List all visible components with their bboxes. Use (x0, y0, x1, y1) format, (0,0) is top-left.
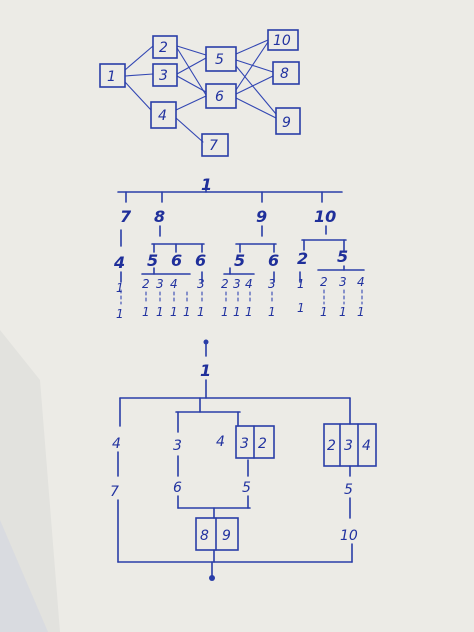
tree-diagram: 1 7 8 9 10 4 5 6 6 5 6 2 5 1 2 3 4 3 2 3… (113, 175, 365, 321)
paper-corner (0, 520, 48, 632)
graph-node-box (201, 133, 229, 157)
tree-level2-label: 6 (268, 251, 279, 270)
tree-level2-label: 6 (171, 251, 182, 270)
graph-node-label: 3 (159, 68, 168, 84)
parallel-block-box (323, 423, 377, 467)
graph-node-label: 2 (159, 40, 168, 56)
tree-level4-label: 1 (221, 305, 229, 319)
network-mid-label: 2 (258, 436, 267, 452)
tree-level4-label: 1 (320, 305, 328, 319)
graph-node-label: 1 (107, 69, 116, 85)
tree-level3-label: 3 (197, 277, 205, 291)
network-mid-label: 9 (222, 528, 231, 544)
tree-level3-label: 2 (221, 277, 229, 291)
network-top-label: 1 (200, 361, 211, 380)
network-mid-label: 3 (173, 438, 182, 454)
network-right-label: 3 (344, 438, 353, 454)
tree-level1-label: 8 (154, 207, 165, 226)
tree-level4-label: 1 (233, 305, 241, 319)
graph-node-label: 4 (158, 108, 167, 124)
tree-level2-label: 5 (147, 251, 158, 270)
tree-level4-label: 1 (297, 301, 305, 315)
tree-level2-label: 4 (113, 253, 125, 272)
graph-node-box (205, 46, 237, 72)
graph-node-box (267, 29, 299, 51)
tree-level4-label: 1 (268, 305, 276, 319)
graph-node-label: 8 (280, 66, 289, 82)
network-edges (117, 341, 353, 577)
network-mid-label: 6 (173, 480, 182, 496)
tree-level4-label: 1 (170, 305, 178, 319)
tree-level4-label: 1 (156, 305, 164, 319)
network-right-label: 4 (362, 438, 371, 454)
tree-level2-label: 6 (195, 251, 206, 270)
network-right-label: 10 (340, 528, 358, 544)
tree-level3-label: 4 (170, 277, 178, 291)
tree-level2-label: 2 (297, 249, 308, 268)
network-diagram: 1 4 7 3 4 3 2 6 5 8 9 2 3 4 5 10 (110, 339, 377, 581)
tree-edges (117, 184, 365, 283)
tree-level4-label: 1 (357, 305, 365, 319)
tree-level4-label: 1 (339, 305, 347, 319)
tree-level2-label: 5 (337, 247, 348, 266)
tree-level3-label: 1 (297, 277, 305, 291)
tree-level3-label: 2 (320, 275, 328, 289)
tree-level3-label: 2 (142, 277, 150, 291)
graph-diagram: 1 2 3 4 5 6 7 10 8 9 (99, 29, 301, 157)
graph-node-box (150, 101, 177, 129)
tree-level3-label: 3 (339, 275, 347, 289)
tree-level4-label: 1 (116, 307, 124, 321)
graph-node-box (275, 107, 301, 135)
graph-node-box (205, 83, 237, 109)
graph-node-label: 5 (215, 52, 224, 68)
tree-level4-label: 1 (197, 305, 205, 319)
tree-level4-label: 1 (245, 305, 253, 319)
tree-root-label: 1 (201, 175, 212, 194)
tree-level3-label: 3 (233, 277, 241, 291)
tree-level1-label: 7 (120, 207, 132, 226)
graph-node-box (152, 63, 178, 87)
tree-level3-label: 3 (156, 277, 164, 291)
network-left-label: 4 (112, 436, 121, 452)
network-mid-label: 3 (240, 436, 249, 452)
network-mid-label: 4 (216, 434, 225, 450)
tree-level3-label: 4 (357, 275, 365, 289)
tree-level4-label: 1 (183, 305, 191, 319)
graph-node-label: 10 (273, 33, 291, 49)
graph-node-box (99, 63, 126, 88)
tree-level2-label: 5 (234, 251, 245, 270)
graph-edges (124, 39, 277, 143)
network-mid-label: 5 (242, 480, 251, 496)
tree-level1-label: 10 (314, 207, 336, 226)
tree-dashed-links (120, 289, 363, 305)
graph-node-label: 9 (282, 115, 291, 131)
parallel-block-box (235, 425, 275, 459)
graph-node-box (272, 61, 300, 85)
graph-node-label: 7 (209, 138, 218, 154)
source-node-dot (203, 339, 209, 345)
network-right-label: 2 (327, 438, 336, 454)
tree-level3-label: 1 (116, 281, 124, 295)
graph-node-box (152, 35, 178, 59)
tree-level3-label: 4 (245, 277, 253, 291)
network-left-label: 7 (110, 484, 119, 500)
network-mid-label: 8 (200, 528, 209, 544)
tree-level4-label: 1 (142, 305, 150, 319)
tree-level1-label: 9 (256, 207, 267, 226)
tree-level3-label: 3 (268, 277, 276, 291)
network-right-label: 5 (344, 482, 353, 498)
parallel-block-box (195, 517, 239, 551)
graph-node-label: 6 (215, 89, 224, 105)
sink-node-dot (209, 575, 215, 581)
